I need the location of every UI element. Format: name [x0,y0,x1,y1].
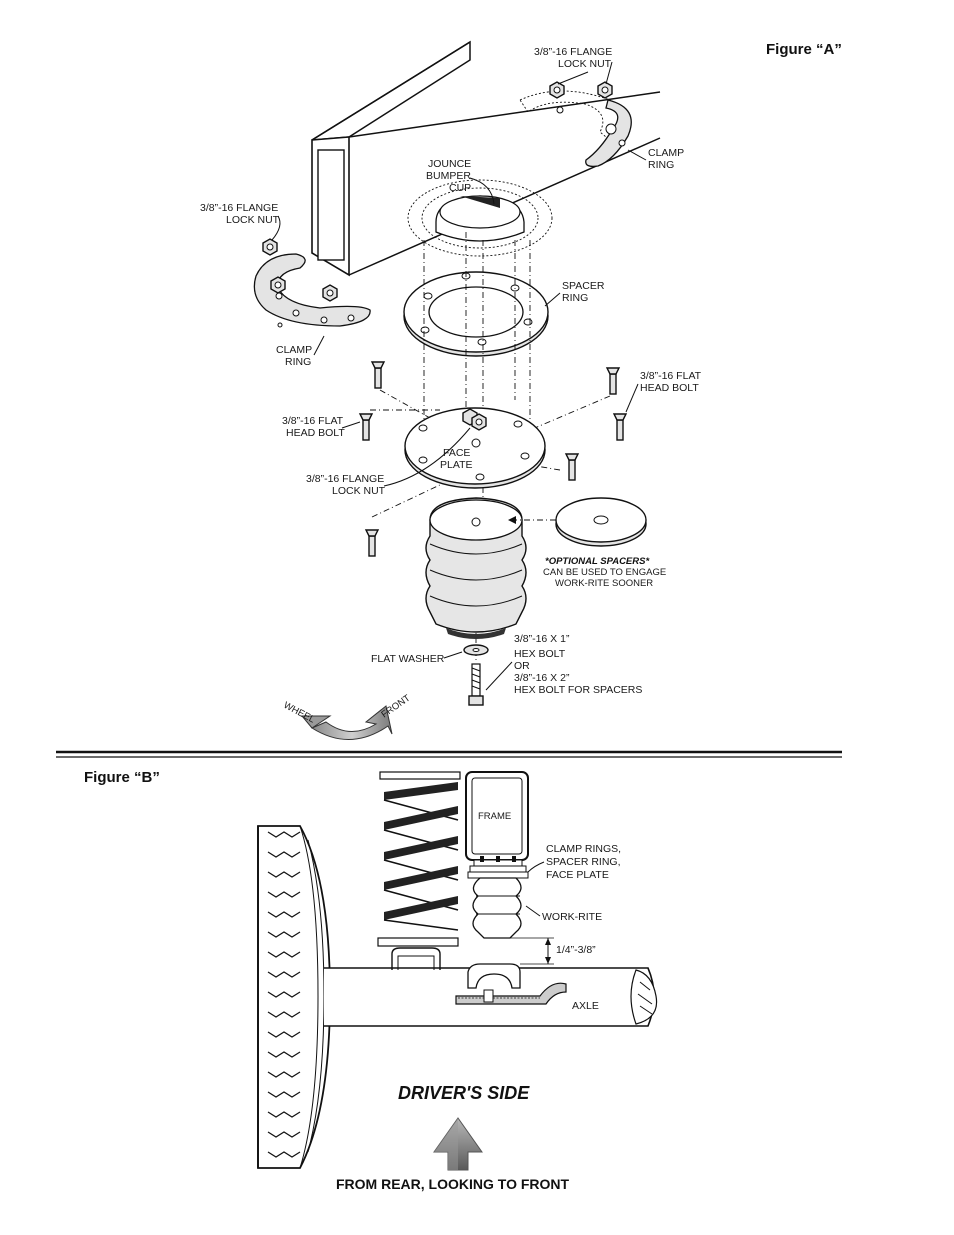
tire [257,825,331,1169]
clamp-plate-stack [467,856,529,879]
coil-spring [377,771,461,970]
flat-washer [463,644,489,656]
svg-text:RING: RING [285,356,311,368]
svg-text:RING: RING [562,292,588,304]
svg-text:FACE PLATE: FACE PLATE [546,869,609,881]
label-spacer-ring: SPACER [562,280,605,292]
face-plate [404,407,546,489]
label-flange-nut-mid: 3/8”-16 FLANGE [306,473,384,485]
svg-text:HEX BOLT FOR SPACERS: HEX BOLT FOR SPACERS [514,684,642,696]
label-clamp-ring-left: CLAMP [276,344,312,356]
optional-spacer [508,497,647,547]
gap-dimension [510,937,554,965]
svg-text:RING: RING [648,159,674,171]
svg-text:LOCK NUT: LOCK NUT [558,58,612,70]
svg-text:CUP: CUP [449,182,471,194]
svg-text:HEAD BOLT: HEAD BOLT [640,382,699,394]
label-clamp-ring-right: CLAMP [648,147,684,159]
figure-a-labels: 3/8”-16 FLANGE LOCK NUT CLAMP RING JOUNC… [200,46,702,696]
svg-text:HEAD BOLT: HEAD BOLT [286,427,345,439]
label-optional-spacers: *OPTIONAL SPACERS* [545,556,650,567]
work-rite-bumper [425,497,527,639]
spacer-ring [403,271,549,357]
svg-text:PLATE: PLATE [440,459,472,471]
label-flange-nut-left: 3/8”-16 FLANGE [200,202,278,214]
label-flat-washer: FLAT WASHER [371,653,445,665]
clamp-ring-left [253,253,371,328]
label-clamp-rings: CLAMP RINGS, [546,843,621,855]
svg-text:LOCK NUT: LOCK NUT [226,214,280,226]
label-front: FRONT [379,693,412,721]
label-axle: AXLE [572,1000,599,1012]
svg-text:3/8”-16 X 2”: 3/8”-16 X 2” [514,672,570,684]
jounce-bumper-cup [407,179,553,257]
svg-text:OR: OR [514,660,530,672]
frame-rail [311,40,661,277]
figure-a-title: Figure “A” [766,41,842,58]
label-flat-head-bolt-right: 3/8”-16 FLAT [640,370,702,382]
work-rite-side [472,877,522,939]
frame-box: FRAME [465,771,529,861]
figure-separator [56,750,842,758]
axle-bumper-pad [467,963,521,989]
hex-bolt-icon [468,663,484,706]
wheel-front-direction-arrow: WHEEL FRONT [282,693,413,740]
label-face-plate: FACE [443,447,470,459]
view-caption: FROM REAR, LOOKING TO FRONT [336,1176,570,1192]
flange-nut-top [549,81,613,99]
label-frame: FRAME [478,811,511,822]
svg-text:WORK-RITE SOONER: WORK-RITE SOONER [555,578,653,589]
svg-text:SPACER RING,: SPACER RING, [546,856,620,868]
svg-text:BUMPER: BUMPER [426,170,471,182]
flange-nut-left [262,238,338,302]
svg-text:LOCK NUT: LOCK NUT [332,485,386,497]
svg-text:CAN BE USED TO ENGAGE: CAN BE USED TO ENGAGE [543,567,666,578]
clamp-ring-top [519,90,632,168]
svg-text:HEX BOLT: HEX BOLT [514,648,566,660]
label-flange-nut-top: 3/8”-16 FLANGE [534,46,612,58]
label-jounce-bumper-cup: JOUNCE [428,158,471,170]
axle [324,967,658,1027]
up-arrow-icon [433,1117,483,1171]
label-wheel: WHEEL [282,700,317,726]
figure-b-labels: CLAMP RINGS, SPACER RING, FACE PLATE WOR… [525,843,621,1012]
label-gap: 1/4”-3/8” [556,944,596,956]
flat-head-bolt-icon [358,361,628,557]
label-hex-bolt: 3/8”-16 X 1” [514,633,570,645]
figure-b-title: Figure “B” [84,769,160,786]
label-work-rite: WORK-RITE [542,911,602,923]
drivers-side-title: DRIVER'S SIDE [398,1083,530,1103]
label-flat-head-bolt-left: 3/8”-16 FLAT [282,415,344,427]
